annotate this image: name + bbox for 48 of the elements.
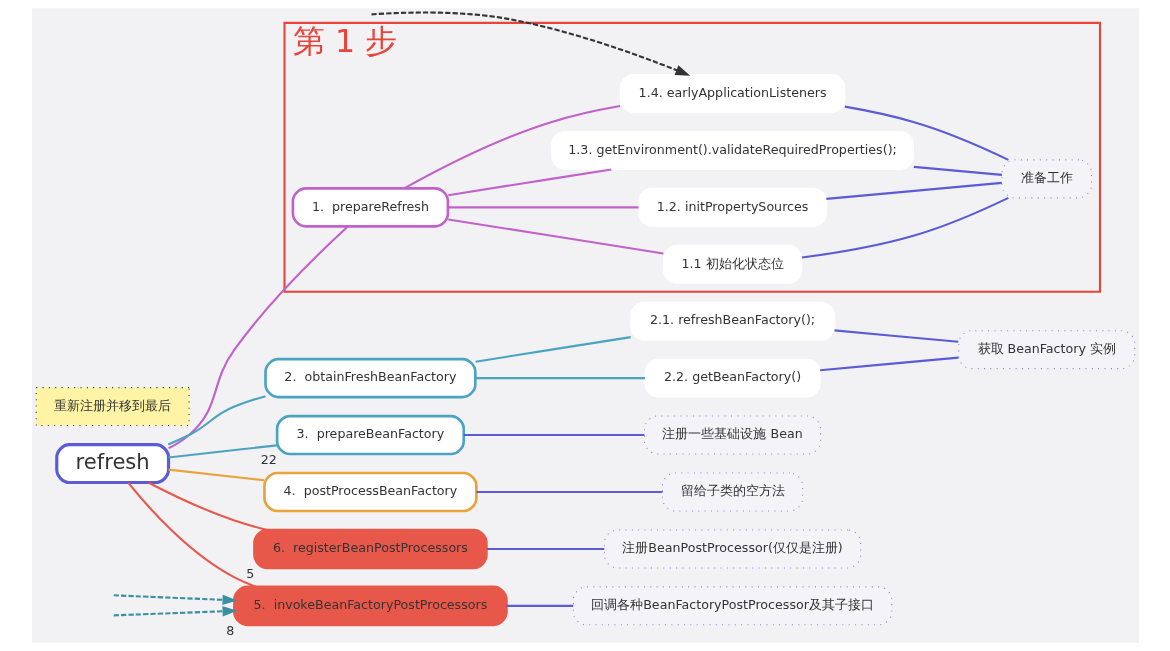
- node-box: 1.1 初始化状态位: [662, 244, 802, 284]
- node-box: 3. prepareBeanFactory: [275, 414, 465, 456]
- node-box: 注册BeanPostProcessor(仅仅是注册): [603, 529, 861, 569]
- node-box: 重新注册并移到最后: [35, 387, 190, 427]
- connector: [844, 105, 1009, 161]
- connector: [486, 547, 604, 550]
- node-box: 2.2. getBeanFactory(): [644, 358, 821, 398]
- node-label: 22: [260, 452, 277, 468]
- connector: [819, 356, 959, 372]
- node-box: 4. postProcessBeanFactory: [262, 471, 478, 513]
- node-box: 获取 BeanFactory 实例: [957, 330, 1135, 370]
- connector: [833, 329, 958, 343]
- arrow: [113, 594, 237, 605]
- connector: [447, 218, 663, 255]
- connector: [447, 206, 639, 209]
- arrow: [370, 11, 690, 76]
- node-box: refresh: [54, 443, 170, 485]
- connector: [475, 377, 645, 380]
- connector: [506, 604, 573, 607]
- connector: [913, 165, 1002, 176]
- node-box: 1. prepareRefresh: [291, 187, 449, 228]
- node-box: 1.2. initPropertySources: [637, 187, 827, 227]
- node-box: 留给子类的空方法: [661, 472, 803, 512]
- node-box: 1.4. earlyApplicationListeners: [619, 73, 845, 113]
- connector: [167, 395, 266, 446]
- connector: [474, 336, 631, 363]
- connector: [403, 105, 620, 190]
- node-label: 8: [225, 622, 234, 638]
- node-box: 准备工作: [1000, 159, 1092, 199]
- connector: [463, 434, 644, 437]
- connector: [476, 490, 662, 494]
- node-box: 6. registerBeanPostProcessors: [252, 528, 488, 570]
- node-label: 5: [245, 566, 254, 582]
- node-box: 2. obtainFreshBeanFactory: [263, 357, 477, 399]
- connector: [126, 481, 256, 588]
- node-box: 2.1. refreshBeanFactory();: [629, 301, 835, 341]
- connector: [825, 181, 1002, 200]
- connector: [167, 468, 264, 482]
- connector: [801, 196, 1009, 259]
- connector: [447, 168, 611, 197]
- connector: [167, 444, 277, 459]
- node-box: 注册一些基础设施 Bean: [643, 415, 821, 455]
- node-box: 5. invokeBeanFactoryPostProcessors: [232, 585, 508, 627]
- connector: [147, 481, 267, 531]
- connector: [167, 225, 349, 450]
- arrow: [113, 606, 237, 617]
- node-box: 回调各种BeanFactoryPostProcessor及其子接口: [572, 586, 892, 626]
- node-box: 1.3. getEnvironment().validateRequiredProperties();: [550, 130, 914, 170]
